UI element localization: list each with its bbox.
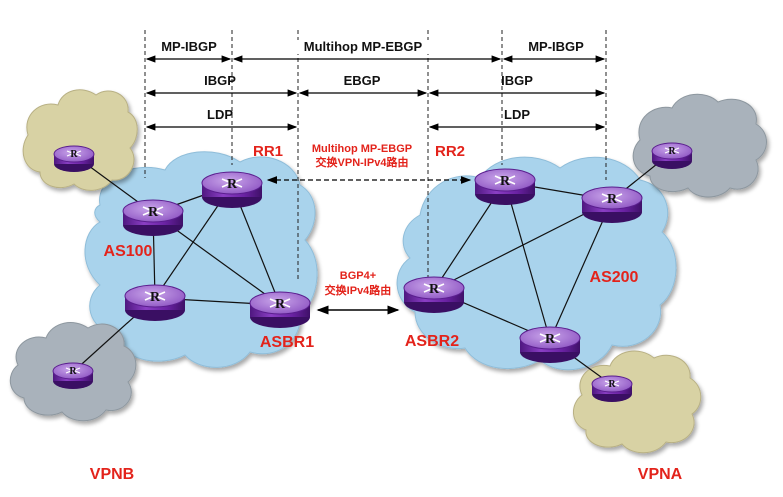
router-rr1: R — [201, 171, 263, 209]
svg-text:R: R — [607, 192, 618, 207]
rr1-label: RR1 — [253, 143, 283, 160]
protocol-spans — [145, 55, 606, 131]
rr-session-label-2: 交换VPN-IPv4路由 — [316, 155, 409, 169]
svg-text:R: R — [69, 366, 77, 377]
asbr-session-label-1: BGP4+ — [340, 270, 376, 282]
vpnb-label: VPNB — [90, 466, 134, 483]
multihop-mp-ebgp-label: Multihop MP-EBGP — [304, 39, 423, 54]
asbr1-label: ASBR1 — [260, 334, 314, 351]
rr2-label: RR2 — [435, 143, 465, 160]
router-asbr2: R — [403, 276, 465, 314]
svg-text:R: R — [150, 290, 161, 305]
vpna-bottom-cloud — [573, 350, 702, 454]
svg-text:R: R — [500, 174, 511, 189]
router-vpna-bottom: R — [591, 375, 633, 403]
as100-label: AS100 — [104, 243, 153, 260]
router-vpna-top: R — [651, 142, 693, 170]
ibgp-left-label: IBGP — [204, 73, 236, 88]
vpna-top-cloud — [632, 93, 767, 198]
svg-text:R: R — [70, 149, 78, 160]
as200-label: AS200 — [590, 269, 639, 286]
router-as200-bottom: R — [519, 326, 581, 364]
router-rr2: R — [474, 168, 536, 206]
ldp-right-label: LDP — [504, 107, 530, 122]
router-as100-bottom: R — [124, 284, 186, 322]
vpna-label: VPNA — [638, 466, 683, 483]
router-asbr1: R — [249, 291, 311, 329]
mp-ibgp-right-label: MP-IBGP — [528, 39, 584, 54]
asbr2-label: ASBR2 — [405, 333, 459, 350]
ibgp-right-label: IBGP — [501, 73, 533, 88]
ldp-left-label: LDP — [207, 107, 233, 122]
router-vpnb-top: R — [53, 145, 95, 173]
router-as200-right: R — [581, 186, 643, 224]
svg-text:R: R — [608, 379, 616, 390]
mp-ibgp-left-label: MP-IBGP — [161, 39, 217, 54]
svg-text:R: R — [275, 297, 286, 312]
router-as100-left: R — [122, 199, 184, 237]
svg-text:R: R — [668, 146, 676, 157]
svg-text:R: R — [545, 332, 556, 347]
svg-text:R: R — [148, 205, 159, 220]
vpnb-top-cloud — [22, 89, 138, 191]
svg-text:R: R — [227, 177, 238, 192]
ebgp-label: EBGP — [344, 73, 381, 88]
boundary-guides — [144, 30, 607, 282]
asbr-session-label-2: 交换IPv4路由 — [325, 283, 392, 297]
router-vpnb-bottom: R — [52, 362, 94, 390]
rr-session-label-1: Multihop MP-EBGP — [312, 143, 412, 155]
svg-text:R: R — [429, 282, 440, 297]
